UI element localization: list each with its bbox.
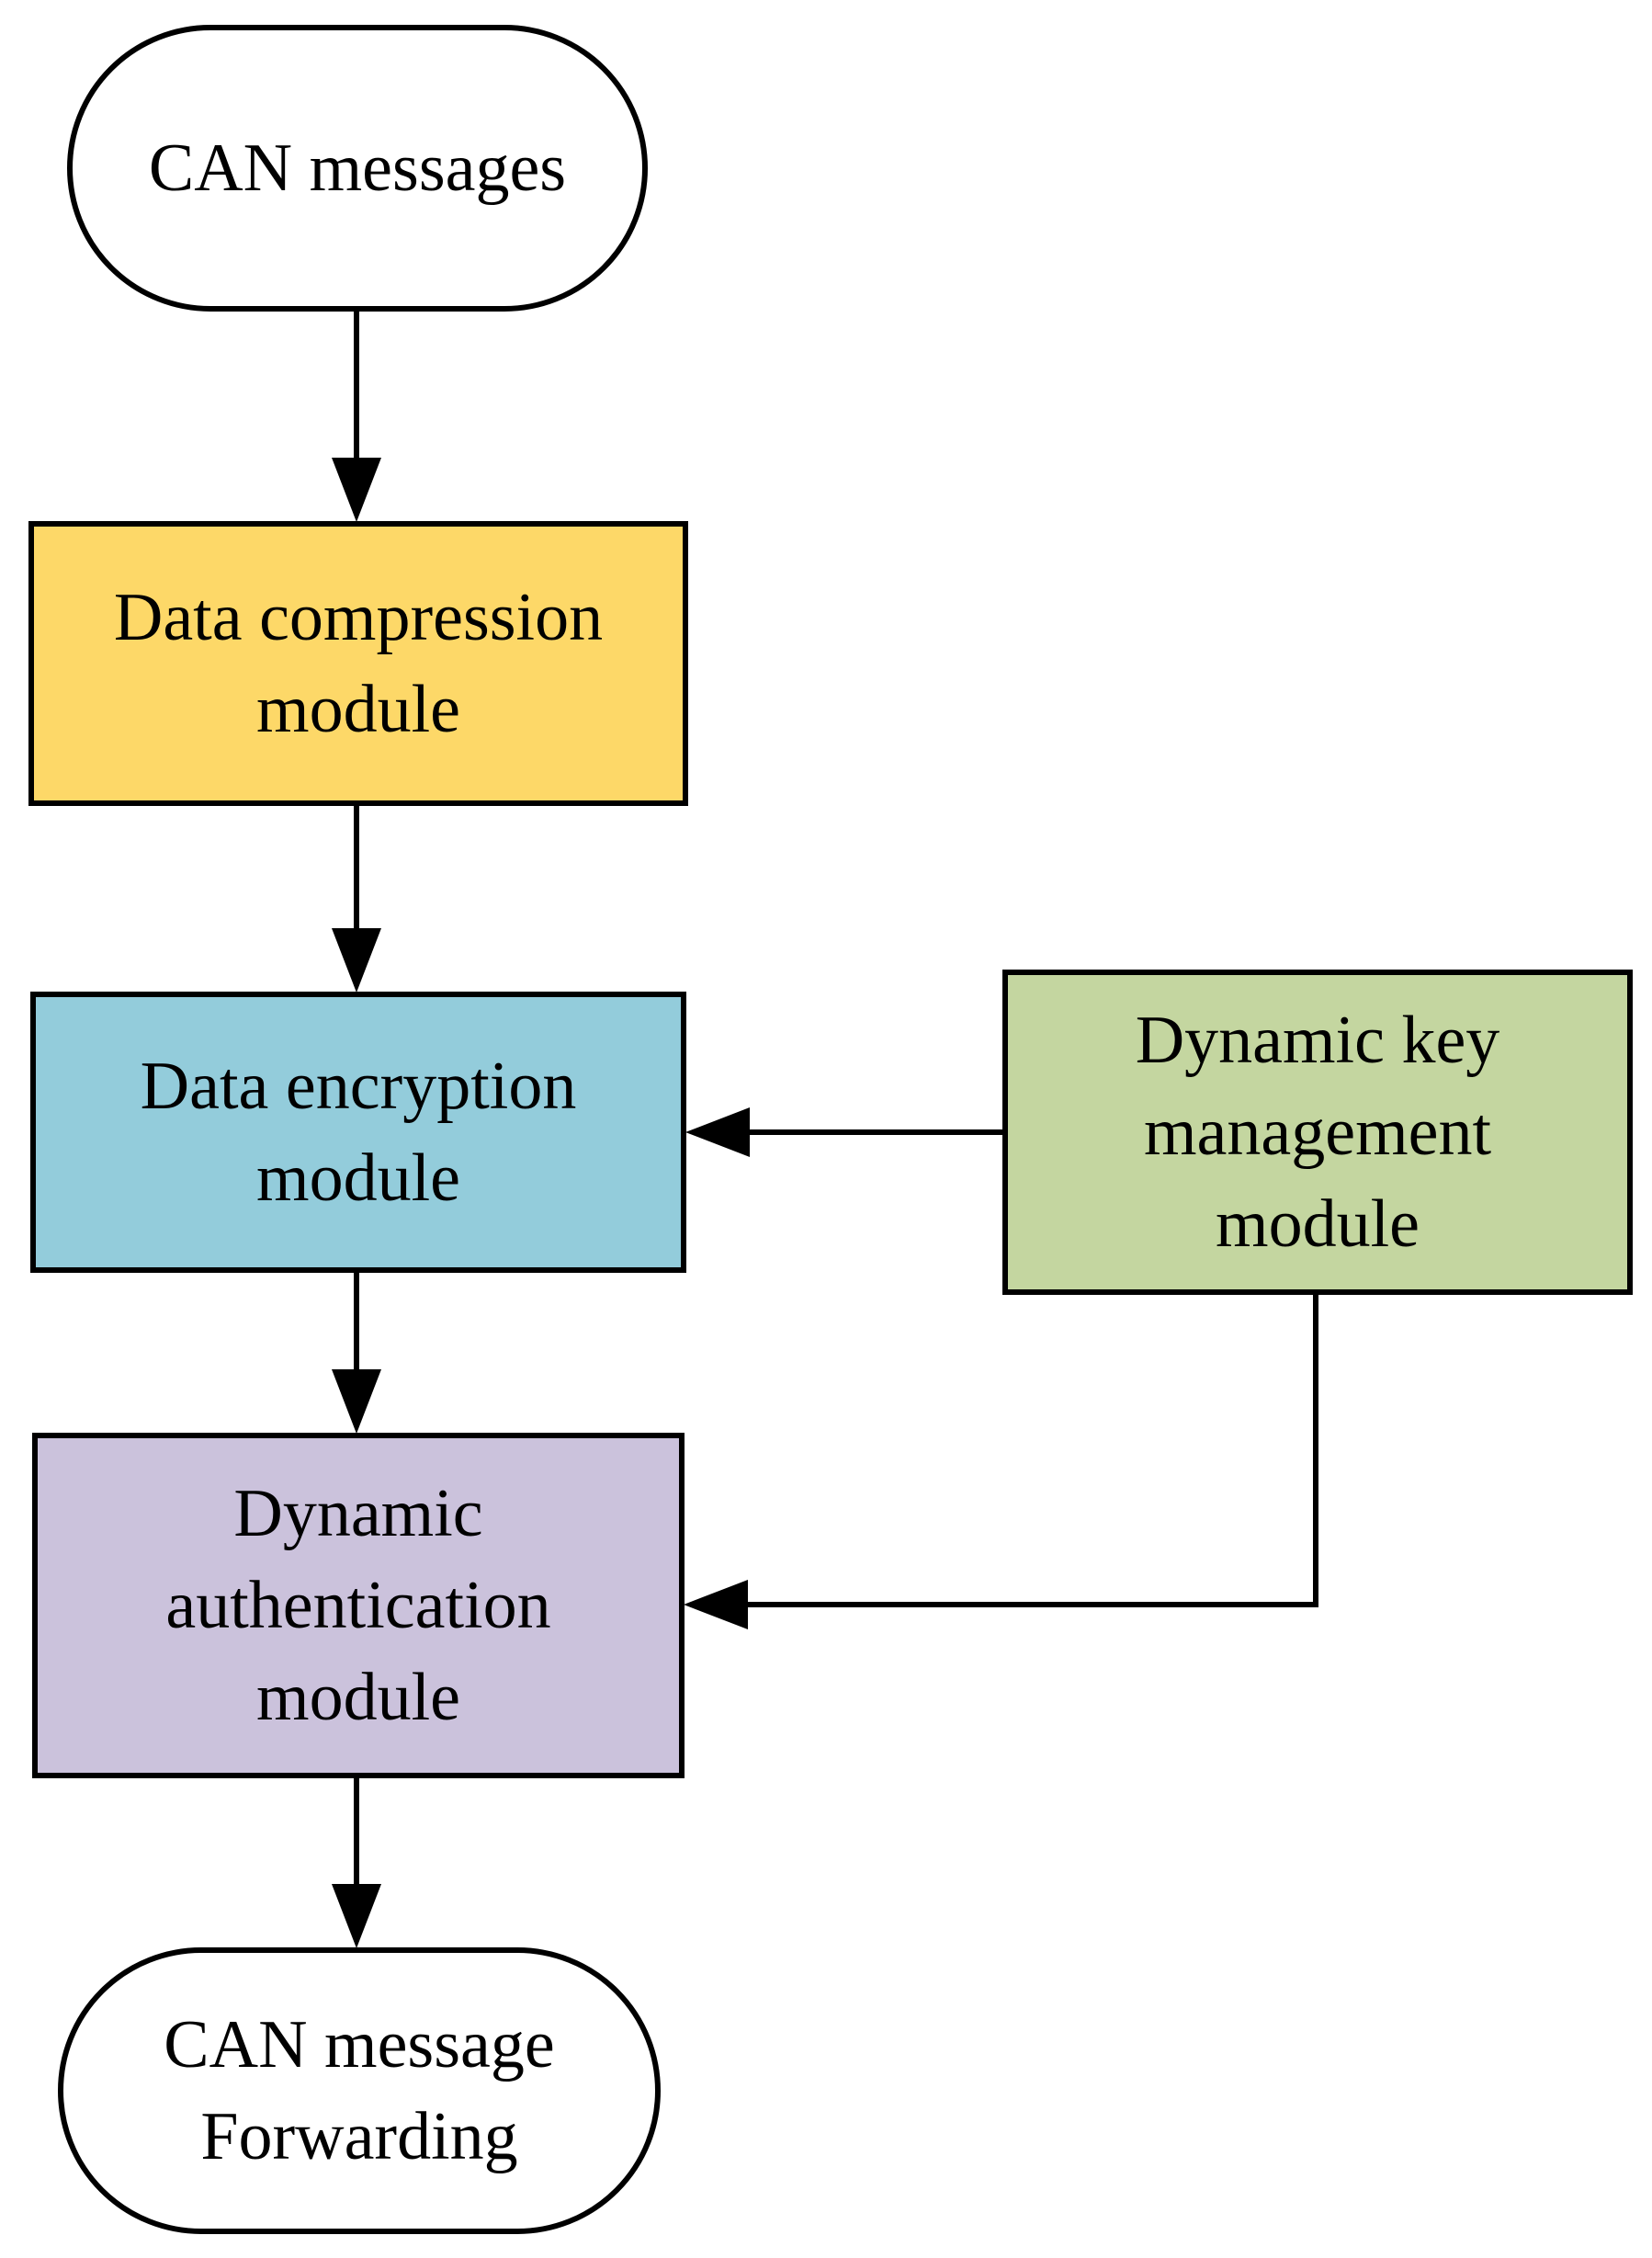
edges-layer	[332, 311, 1318, 1948]
node-label-line: Data encryption	[141, 1049, 577, 1124]
arrowhead	[332, 458, 381, 522]
node-label-line: Data compression	[114, 580, 603, 655]
edge-dynamic-key-management-to-dynamic-authentication	[684, 1294, 1318, 1629]
edge-can-messages-to-data-compression	[332, 311, 381, 522]
node-label-line: module	[256, 1660, 460, 1735]
node-label-line: management	[1144, 1095, 1491, 1170]
node-label-line: CAN messages	[149, 130, 566, 206]
arrowhead	[332, 928, 381, 993]
node-dynamic-authentication: Dynamic authentication module	[32, 1433, 685, 1778]
node-label-line: authentication	[165, 1568, 550, 1643]
node-data-compression: Data compression module	[28, 521, 688, 806]
node-label-line: CAN message	[164, 2007, 554, 2082]
edge-data-compression-to-data-encryption	[332, 805, 381, 993]
process-box	[1002, 970, 1633, 1295]
edge-dynamic-authentication-to-can-message-forwarding	[332, 1777, 381, 1948]
arrowhead	[332, 1884, 381, 1948]
node-dynamic-key-management: Dynamic key management module	[1002, 970, 1633, 1295]
edge-dynamic-key-management-to-data-encryption	[685, 1107, 1003, 1157]
arrowhead	[685, 1107, 750, 1157]
process-box	[32, 1433, 685, 1778]
node-label-line: Dynamic	[233, 1476, 482, 1551]
terminal-shape	[67, 25, 648, 312]
process-box	[30, 992, 686, 1273]
edge-line	[748, 1294, 1318, 1607]
node-label-line: module	[1216, 1186, 1420, 1262]
arrowhead	[332, 1369, 381, 1434]
node-label-line: Dynamic key	[1136, 1003, 1500, 1078]
terminal-shape	[58, 1947, 661, 2234]
node-label-line: Forwarding	[200, 2099, 517, 2174]
arrowhead	[684, 1580, 748, 1629]
node-label-line: module	[256, 672, 460, 747]
node-data-encryption: Data encryption module	[30, 992, 686, 1273]
process-box	[28, 521, 688, 806]
node-label-line: module	[256, 1140, 460, 1216]
node-can-messages: CAN messages	[67, 25, 648, 312]
edge-data-encryption-to-dynamic-authentication	[332, 1272, 381, 1434]
